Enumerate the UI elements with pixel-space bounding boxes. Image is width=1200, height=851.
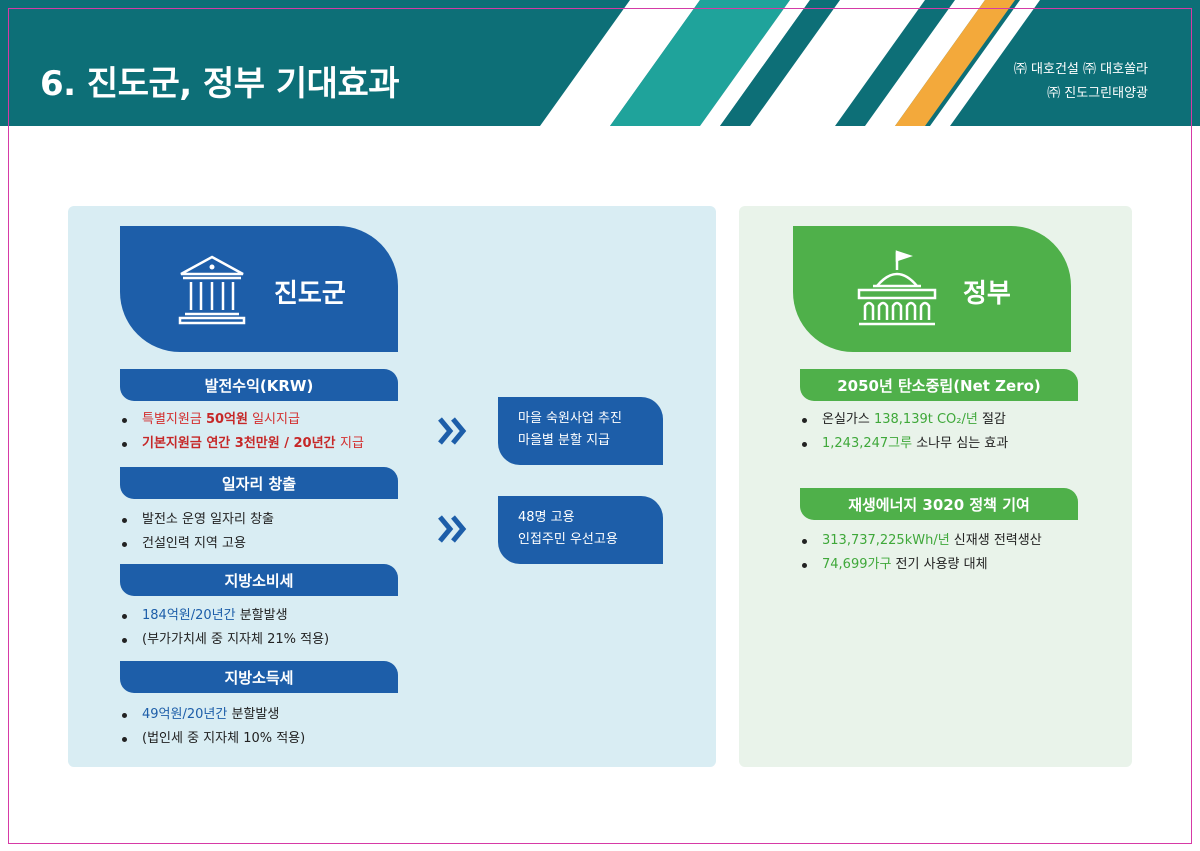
list-item: 313,737,225kWh/년 신재생 전력생산 [800,529,1042,553]
power-revenue-list: 특별지원금 50억원 일시지급 기본지원금 연간 3천만원 / 20년간 지급 [120,408,364,456]
section-carbon-neutral: 2050년 탄소중립(Net Zero) [800,369,1078,401]
local-consumption-tax-list: 184억원/20년간 분할발생 (부가가치세 중 지자체 21% 적용) [120,604,329,652]
callout-line: 마을 숙원사업 추진 [518,411,622,426]
callout-line: 48명 고용 [518,510,575,525]
list-item: 건설인력 지역 고용 [120,532,274,556]
list-item: 74,699가구 전기 사용량 대체 [800,553,1042,577]
section-power-revenue: 발전수익(KRW) [120,369,398,401]
section-local-consumption-tax: 지방소비세 [120,564,398,596]
job-creation-list: 발전소 운영 일자리 창출 건설인력 지역 고용 [120,508,274,556]
section-job-creation: 일자리 창출 [120,467,398,499]
list-item: 발전소 운영 일자리 창출 [120,508,274,532]
list-item: (법인세 중 지자체 10% 적용) [120,727,305,751]
header-banner: 6. 진도군, 정부 기대효과 ㈜ 대호건설 ㈜ 대호쏠라 ㈜ 진도그린태양광 [0,0,1200,126]
section-renewable-3020: 재생에너지 3020 정책 기여 [800,488,1078,520]
jindo-badge: 진도군 [120,226,398,352]
list-item: 1,243,247그루 소나무 심는 효과 [800,432,1008,456]
list-item: 49억원/20년간 분할발생 [120,703,305,727]
double-chevron-right-icon [438,417,467,445]
decorative-stripes [540,0,1040,126]
local-income-tax-list: 49억원/20년간 분할발생 (법인세 중 지자체 10% 적용) [120,703,305,751]
callout-line: 인접주민 우선고용 [518,532,618,547]
company-line-2: ㈜ 진도그린태양광 [1047,86,1148,101]
jindo-title: 진도군 [274,279,346,309]
callout-local-hiring: 48명 고용 인접주민 우선고용 [498,496,663,564]
list-item: 184억원/20년간 분할발생 [120,604,329,628]
company-names: ㈜ 대호건설 ㈜ 대호쏠라 ㈜ 진도그린태양광 [1014,58,1148,106]
renewable-3020-list: 313,737,225kWh/년 신재생 전력생산 74,699가구 전기 사용… [800,529,1042,577]
courthouse-icon [178,255,246,325]
callout-village-projects: 마을 숙원사업 추진 마을별 분할 지급 [498,397,663,465]
callout-line: 마을별 분할 지급 [518,433,610,448]
list-item: 기본지원금 연간 3천만원 / 20년간 지급 [120,432,364,456]
list-item: 온실가스 138,139t CO₂/년 절감 [800,408,1008,432]
list-item: 특별지원금 50억원 일시지급 [120,408,364,432]
section-local-income-tax: 지방소득세 [120,661,398,693]
government-badge: 정부 [793,226,1071,352]
capitol-building-icon [857,250,937,326]
carbon-neutral-list: 온실가스 138,139t CO₂/년 절감 1,243,247그루 소나무 심… [800,408,1008,456]
company-line-1: ㈜ 대호건설 ㈜ 대호쏠라 [1013,62,1148,77]
page-title: 6. 진도군, 정부 기대효과 [40,64,400,104]
double-chevron-right-icon [438,515,467,543]
list-item: (부가가치세 중 지자체 21% 적용) [120,628,329,652]
government-title: 정부 [963,279,1011,309]
